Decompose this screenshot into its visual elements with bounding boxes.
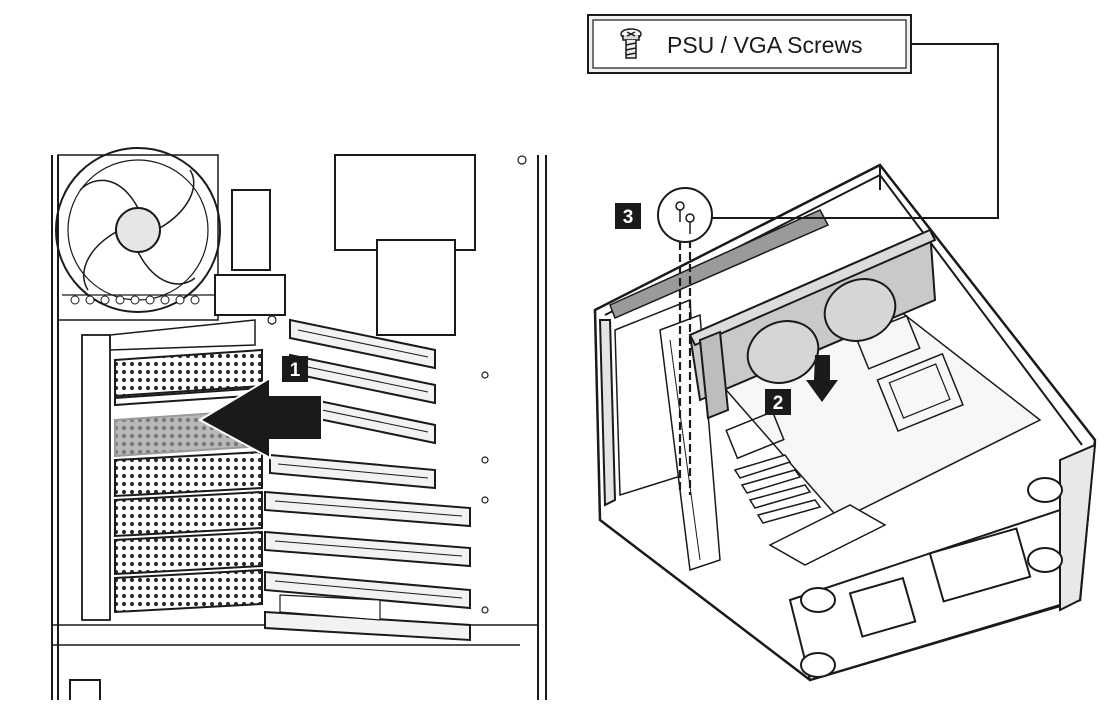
screw-icon [675, 201, 695, 234]
step-1-badge: 1 [282, 356, 308, 382]
slot-cover[interactable] [114, 568, 263, 614]
screw-callout: PSU / VGA Screws [587, 14, 912, 74]
step-2-badge: 2 [765, 389, 791, 415]
left-panel-case-interior [51, 147, 547, 700]
step-2-arrow [806, 355, 838, 402]
right-panel-case [593, 163, 1097, 682]
case-fan [55, 147, 221, 321]
slot-cover[interactable] [114, 450, 263, 498]
callout-label: PSU / VGA Screws [667, 32, 863, 58]
gpu-fan [746, 320, 820, 384]
step-1-arrow [197, 376, 323, 460]
step-1-number: 1 [290, 360, 301, 381]
pcie-slots [264, 318, 471, 642]
gpu-fan [823, 278, 897, 342]
screw-icon [620, 28, 642, 59]
slot-cover[interactable] [114, 530, 263, 576]
step-3-number: 3 [623, 207, 634, 228]
pcie-slot [264, 490, 471, 528]
pcie-slot [264, 530, 471, 568]
pcie-slot [264, 570, 471, 610]
graphics-card[interactable] [609, 209, 937, 420]
screw-magnifier [657, 187, 713, 243]
step-3-badge: 3 [615, 203, 641, 229]
pcie-slot [269, 453, 436, 490]
case-feet [800, 477, 1063, 678]
pcie-slot [289, 318, 436, 370]
slot-cover[interactable] [114, 490, 263, 538]
callout-leader [712, 43, 999, 219]
expansion-slot-covers [114, 348, 263, 614]
step-2-number: 2 [773, 393, 784, 414]
screw-guides [678, 218, 692, 495]
